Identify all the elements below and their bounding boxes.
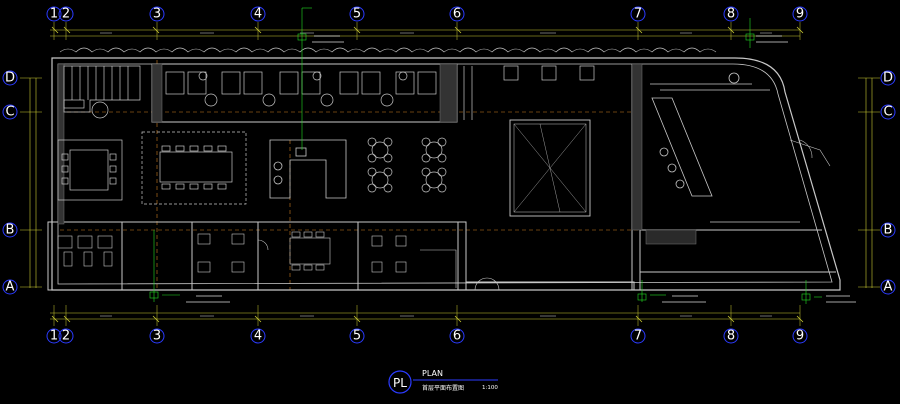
title-subtitle: 首层平面布置图 xyxy=(422,384,464,392)
drawing-title-block: PL PLAN 首层平面布置图 1:100 xyxy=(388,369,498,394)
hatched-walls xyxy=(57,63,697,245)
annotation-text xyxy=(186,35,856,303)
grid-label-left-c: C xyxy=(5,105,14,120)
grid-label-bottom-2: 2 xyxy=(62,329,70,344)
grid-bubbles-top: 1 2 3 4 5 6 7 8 9 xyxy=(46,6,808,22)
board-table xyxy=(141,131,247,205)
grid-leaders xyxy=(20,22,880,326)
grid-label-bottom-8: 8 xyxy=(727,329,735,344)
grid-label-left-a: A xyxy=(6,280,15,295)
grid-label-right-a: A xyxy=(884,280,893,295)
title-name: PLAN xyxy=(422,369,443,378)
grid-label-top-3: 3 xyxy=(153,7,161,22)
right-wing-bar xyxy=(650,72,831,223)
annotations xyxy=(149,7,822,304)
centerlines xyxy=(60,60,640,290)
lounge-seating xyxy=(165,71,437,107)
grid-label-right-b: B xyxy=(884,223,893,238)
cafe-tables xyxy=(367,137,447,193)
grid-label-bottom-3: 3 xyxy=(153,329,161,344)
staircase xyxy=(63,65,141,119)
grid-bubbles-right: D C B A xyxy=(880,70,896,295)
dimension-values xyxy=(100,32,772,317)
grid-label-bottom-1: 1 xyxy=(50,329,58,344)
grid-bubbles-bottom: 1 2 3 4 5 6 7 8 9 xyxy=(46,328,808,344)
grid-label-bottom-9: 9 xyxy=(796,329,804,344)
display-panels xyxy=(463,65,595,120)
grid-label-top-8: 8 xyxy=(727,7,735,22)
title-symbol: PL xyxy=(393,376,407,390)
grid-label-top-7: 7 xyxy=(634,7,642,22)
door-swings xyxy=(257,139,813,291)
grid-label-top-2: 2 xyxy=(62,7,70,22)
building-walls xyxy=(51,47,841,291)
grid-bubbles-left: D C B A xyxy=(2,70,18,295)
reception-counter xyxy=(269,139,347,199)
title-scale: 1:100 xyxy=(482,385,498,391)
grid-label-bottom-5: 5 xyxy=(353,329,361,344)
meeting-table-left xyxy=(57,139,123,201)
grid-label-right-c: C xyxy=(883,105,892,120)
grid-label-top-5: 5 xyxy=(353,7,361,22)
grid-label-right-d: D xyxy=(883,71,893,86)
grid-label-bottom-7: 7 xyxy=(634,329,642,344)
grid-label-top-4: 4 xyxy=(254,7,262,22)
grid-label-left-d: D xyxy=(5,71,15,86)
grid-label-top-6: 6 xyxy=(453,7,461,22)
restroom-fixtures xyxy=(57,231,457,288)
grid-label-top-9: 9 xyxy=(796,7,804,22)
atrium-void xyxy=(509,119,591,217)
grid-label-top-1: 1 xyxy=(50,7,58,22)
grid-label-bottom-6: 6 xyxy=(453,329,461,344)
grid-label-bottom-4: 4 xyxy=(254,329,262,344)
grid-label-left-b: B xyxy=(6,223,15,238)
